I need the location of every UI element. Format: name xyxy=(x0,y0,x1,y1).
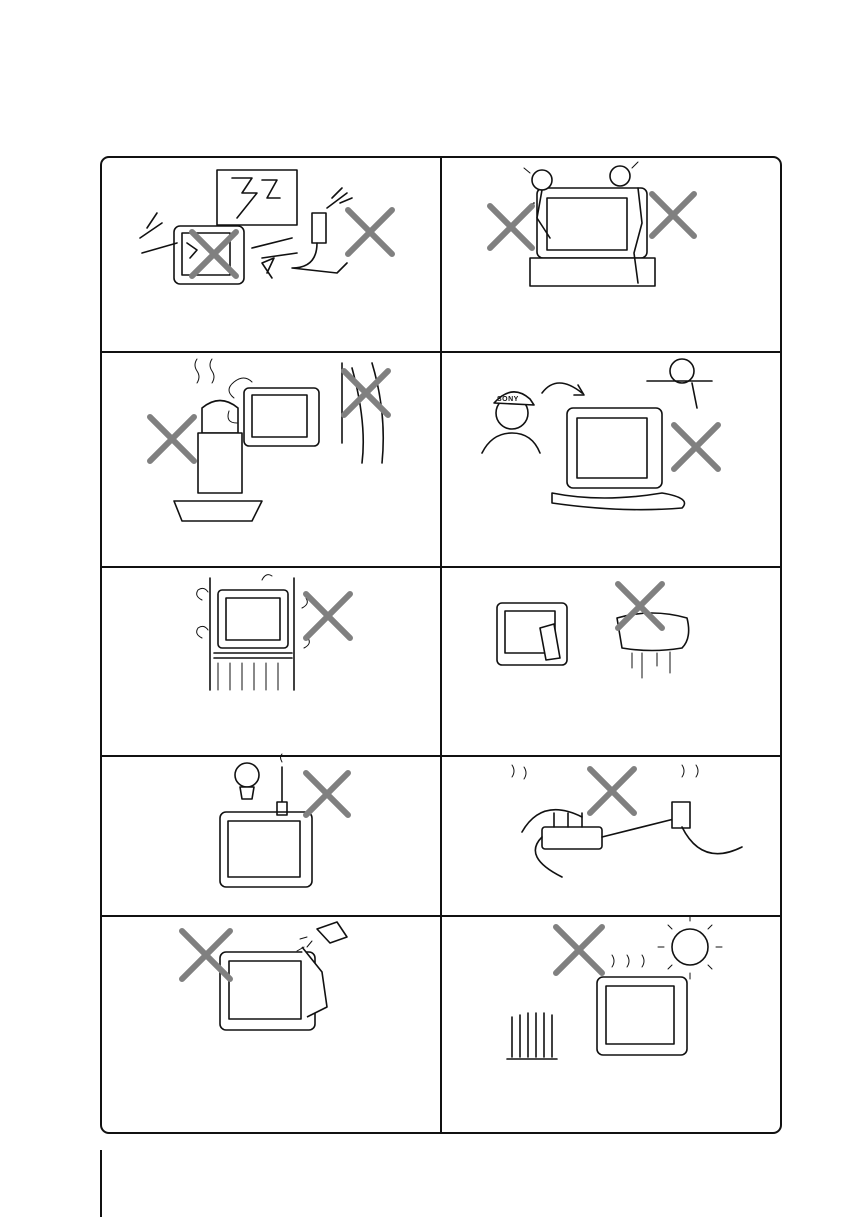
panel-lightning-storm xyxy=(102,158,440,351)
panel-objects-on-tv xyxy=(102,757,440,915)
cross-icon xyxy=(338,365,394,421)
cross-icon xyxy=(342,204,398,260)
heat-sunlight-illustration xyxy=(442,917,782,1134)
cross-icon xyxy=(646,188,700,242)
panel-wet-cloth xyxy=(442,568,782,755)
panel-overloaded-outlet xyxy=(442,757,782,915)
cross-icon xyxy=(300,588,356,644)
cross-icon xyxy=(176,925,236,985)
liquid-spill-illustration xyxy=(442,353,782,566)
spraying-liquid-illustration xyxy=(102,917,440,1134)
cross-icon xyxy=(300,767,354,821)
enclosed-shelf-illustration xyxy=(102,568,440,755)
panel-steam-humidity xyxy=(102,353,440,566)
panel-liquid-spill: SONY xyxy=(442,353,782,566)
cross-icon xyxy=(550,921,608,979)
sony-logo: SONY xyxy=(497,396,519,403)
cross-icon xyxy=(584,763,640,819)
safety-illustrations-frame: SONY xyxy=(100,156,782,1134)
cross-icon xyxy=(186,226,242,282)
panel-enclosed-shelf xyxy=(102,568,440,755)
objects-on-tv-illustration xyxy=(102,757,440,915)
children-climbing-illustration xyxy=(442,158,782,351)
cross-icon xyxy=(668,419,724,475)
cross-icon xyxy=(612,578,668,634)
cross-icon xyxy=(484,200,538,254)
panel-spraying-liquid xyxy=(102,917,440,1134)
panel-children-climbing-tv xyxy=(442,158,782,351)
cross-icon xyxy=(144,411,200,467)
page-margin-rule xyxy=(100,1150,102,1217)
panel-heat-sunlight xyxy=(442,917,782,1134)
